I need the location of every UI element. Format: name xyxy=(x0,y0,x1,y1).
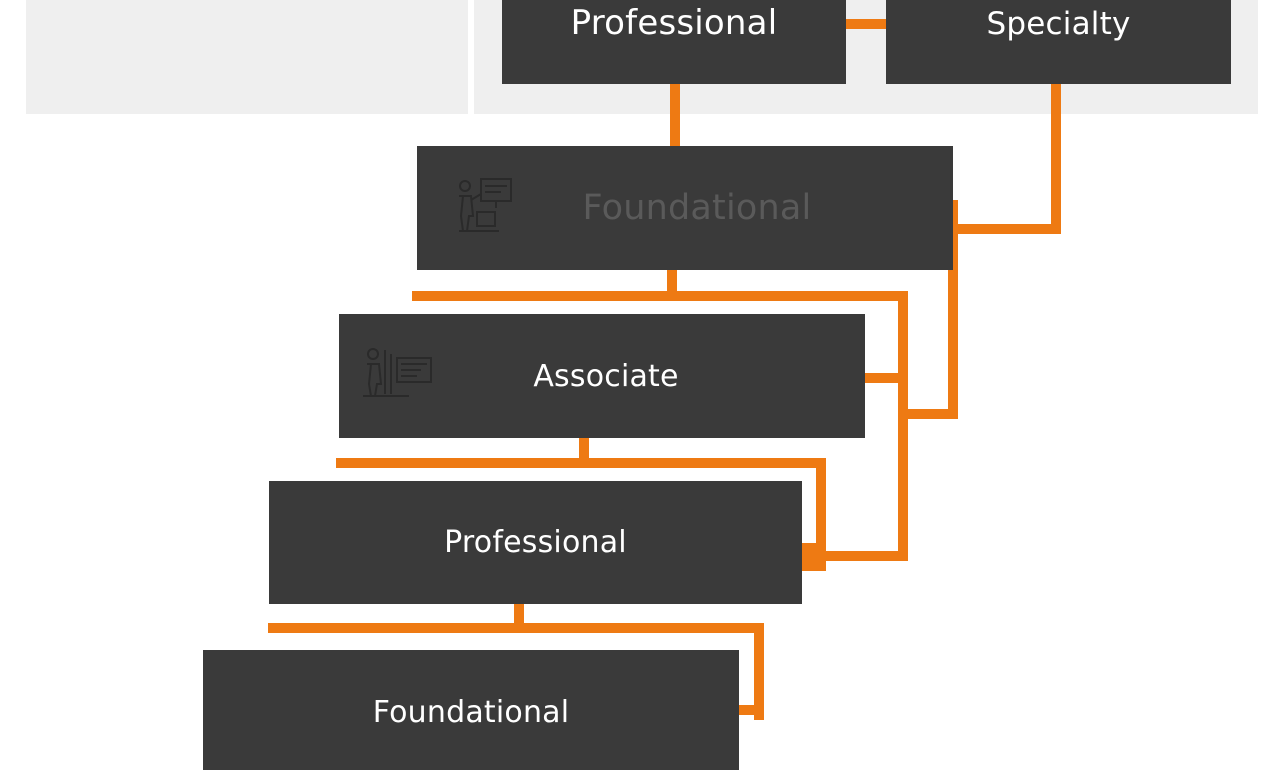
connector-riser-1 xyxy=(898,200,958,419)
node-label: Associate xyxy=(533,358,679,394)
node-label: Professional xyxy=(444,525,627,560)
presentation-icon xyxy=(455,176,517,242)
connector-specialty-foundational xyxy=(948,79,1061,234)
node-label: Professional xyxy=(570,3,778,43)
background-panel-left xyxy=(26,0,468,114)
node-label: Foundational xyxy=(582,188,812,228)
presentation-icon xyxy=(361,344,435,408)
node-associate: Associate xyxy=(339,314,865,438)
node-professional-top: Professional xyxy=(502,0,846,84)
connector-rail-3 xyxy=(268,623,764,720)
node-specialty: Specialty xyxy=(886,0,1231,84)
node-foundational-1: Foundational xyxy=(417,146,953,270)
node-label: Foundational xyxy=(372,694,570,730)
node-foundational-2: Foundational xyxy=(203,650,739,770)
node-professional-2: Professional xyxy=(269,481,802,604)
connector-rail-1 xyxy=(412,291,908,561)
connector-lines xyxy=(268,19,1061,720)
node-label: Specialty xyxy=(986,6,1131,42)
